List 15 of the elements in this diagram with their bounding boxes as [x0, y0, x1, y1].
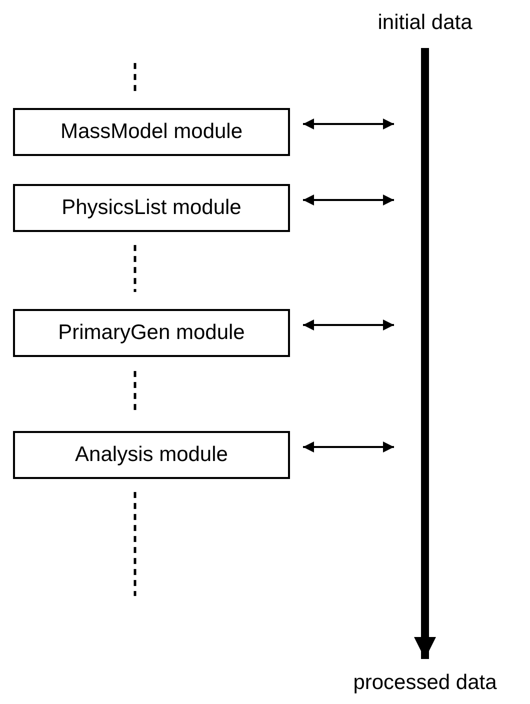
- double-arrow: [303, 320, 394, 330]
- module-label: MassModel module: [60, 120, 243, 144]
- double-arrow: [303, 442, 394, 452]
- module-box: [13, 309, 290, 357]
- module-box: [13, 108, 290, 156]
- double-arrow: [303, 118, 394, 130]
- data-label: initial data: [378, 11, 472, 35]
- module-label: PhysicsList module: [62, 196, 242, 220]
- module-label: Analysis module: [75, 443, 228, 467]
- data-label: processed data: [353, 671, 497, 695]
- double-arrow: [303, 194, 394, 206]
- module-box: [13, 184, 290, 232]
- module-box: [13, 431, 290, 479]
- thick-arrow: [414, 48, 436, 659]
- module-label: PrimaryGen module: [58, 321, 245, 345]
